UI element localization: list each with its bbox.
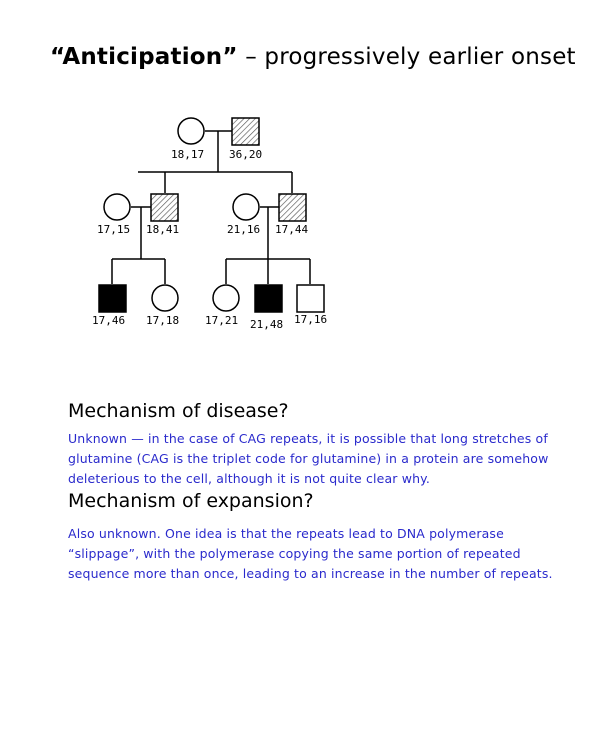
male-carrier-symbol	[150, 193, 179, 222]
expansion-heading: Mechanism of expansion?	[68, 490, 314, 512]
genotype-label: 18,41	[146, 223, 179, 236]
disease-text: Unknown — in the case of CAG repeats, it…	[68, 431, 549, 486]
pedigree-lines	[111, 130, 311, 284]
genotype-label: 18,17	[171, 148, 204, 161]
male-carrier-symbol	[231, 117, 260, 146]
genotype-label: 21,16	[227, 223, 260, 236]
female-unaffected-symbol	[103, 193, 131, 221]
genotype-label: 21,48	[250, 318, 283, 331]
title-term: “Anticipation”	[50, 44, 238, 70]
female-unaffected-symbol	[177, 117, 205, 145]
pedigree-symbols	[98, 117, 325, 313]
genotype-label: 17,46	[92, 314, 125, 327]
genotype-label: 17,16	[294, 313, 327, 326]
genotype-label: 17,44	[275, 223, 308, 236]
male-carrier-symbol	[278, 193, 307, 222]
expansion-text: Also unknown. One idea is that the repea…	[68, 526, 553, 581]
female-unaffected-symbol	[212, 284, 240, 312]
genotype-label: 17,15	[97, 223, 130, 236]
page-title: “Anticipation” – progressively earlier o…	[50, 44, 576, 70]
male-affected-symbol	[98, 284, 127, 313]
male-unaffected-symbol	[296, 284, 325, 313]
genotype-labels: 18,17 36,20 17,15 18,41 21,16 17,44 17,4…	[92, 148, 327, 331]
female-unaffected-symbol	[151, 284, 179, 312]
genotype-label: 36,20	[229, 148, 262, 161]
genotype-label: 17,18	[146, 314, 179, 327]
female-unaffected-symbol	[232, 193, 260, 221]
male-affected-symbol	[254, 284, 283, 313]
genotype-label: 17,21	[205, 314, 238, 327]
disease-heading: Mechanism of disease?	[68, 400, 289, 422]
title-subtitle: – progressively earlier onset	[237, 44, 576, 70]
